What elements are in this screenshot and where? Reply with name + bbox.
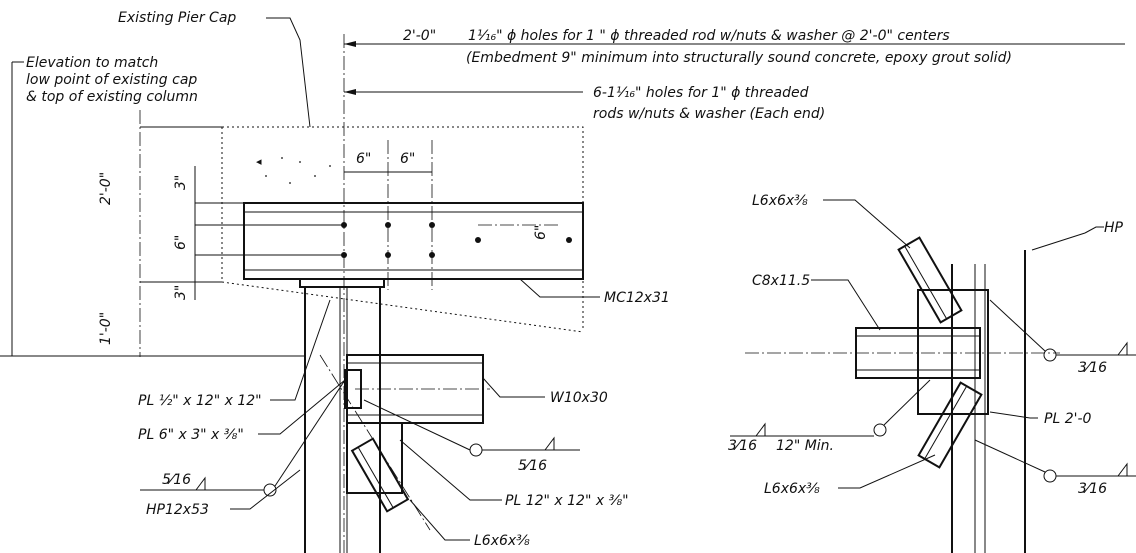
label-angle-right-top: L6x6x⅜ bbox=[752, 193, 808, 209]
weld-symbol-mid bbox=[363, 399, 580, 457]
leader-plate-6x3 bbox=[258, 379, 346, 435]
leader-plate-12x12 bbox=[399, 439, 502, 501]
leader-angle-right-bottom bbox=[838, 454, 936, 489]
leader-pier-cap bbox=[266, 17, 311, 128]
dim-top-2ft: 2'-0" bbox=[403, 28, 436, 44]
label-mc12: MC12x31 bbox=[604, 290, 670, 306]
leader-hp12 bbox=[230, 469, 301, 510]
arrowhead bbox=[344, 41, 356, 47]
weld-right-b: 3⁄16 bbox=[1078, 481, 1107, 497]
dim-below-cap: 1'-0" bbox=[98, 312, 114, 345]
dim-cap-depth: 2'-0" bbox=[98, 172, 114, 205]
note-six-holes-line2: rods w/nuts & washer (Each end) bbox=[593, 106, 825, 122]
label-w10: W10x30 bbox=[550, 390, 608, 406]
dim-edge-bottom: 3" bbox=[173, 285, 189, 300]
dim-end-gauge: 6" bbox=[533, 225, 549, 240]
bearing-plate bbox=[299, 278, 385, 288]
label-channel: C8x11.5 bbox=[752, 273, 810, 289]
leader-hp-right-tail bbox=[1031, 232, 1086, 251]
weld-right-min-text: 12" Min. bbox=[776, 438, 834, 454]
note-elevation-line2: low point of existing cap bbox=[26, 72, 197, 88]
weld-symbol-right-min bbox=[730, 379, 931, 437]
label-plate-12x12: PL 12" x 12" x ⅜" bbox=[505, 493, 629, 509]
label-hp12: HP12x53 bbox=[146, 502, 209, 518]
note-elevation-line1: Elevation to match bbox=[26, 55, 158, 71]
dim-bolt-gauge: 6" bbox=[173, 235, 189, 250]
plate-12x12 bbox=[346, 422, 403, 494]
concrete-hatch: ◂ bbox=[256, 155, 331, 184]
dim-spacing-a: 6" bbox=[356, 151, 371, 167]
pier-cap-sloped-bottom bbox=[221, 281, 584, 333]
leader-plate-half bbox=[270, 299, 331, 401]
weld-symbol-right-b bbox=[974, 439, 1136, 483]
label-plate-right: PL 2'-0 bbox=[1044, 411, 1092, 427]
note-six-holes-line1: 6-1¹⁄₁₆" holes for 1" ϕ threaded bbox=[593, 85, 809, 101]
note-existing-pier-cap: Existing Pier Cap bbox=[118, 10, 236, 26]
note-holes-line1: 1¹⁄₁₆" ϕ holes for 1 " ϕ threaded rod w/… bbox=[468, 28, 950, 44]
weld-mid: 5⁄16 bbox=[518, 458, 547, 474]
leader-hp-right bbox=[1084, 226, 1104, 234]
weld-right-min: 3⁄16 bbox=[728, 438, 757, 454]
leader-mc12 bbox=[519, 278, 600, 298]
weld-right-a: 3⁄16 bbox=[1078, 360, 1107, 376]
mc12-channel bbox=[243, 202, 584, 280]
brace-centerline bbox=[319, 354, 431, 531]
angle-left bbox=[350, 437, 410, 513]
weld-symbol-right-a bbox=[989, 299, 1136, 362]
label-plate-6x3: PL 6" x 3" x ⅜" bbox=[138, 427, 244, 443]
leader-angle-right-top bbox=[823, 199, 911, 249]
angle-right-top bbox=[897, 236, 963, 324]
leader-angle-left bbox=[409, 499, 470, 541]
angle-right-bottom bbox=[917, 381, 983, 469]
label-plate-half: PL ½" x 12" x 12" bbox=[138, 393, 262, 409]
note-elevation-line3: & top of existing column bbox=[26, 89, 198, 105]
dim-spacing-b: 6" bbox=[400, 151, 415, 167]
leader-channel bbox=[811, 279, 881, 331]
note-holes-line2: (Embedment 9" minimum into structurally … bbox=[466, 50, 1012, 66]
leader-plate-right bbox=[989, 411, 1038, 419]
leader-w10 bbox=[482, 377, 545, 398]
dim-edge-top: 3" bbox=[173, 175, 189, 190]
svg-text:◂: ◂ bbox=[256, 155, 262, 168]
label-angle-left: L6x6x⅜ bbox=[474, 533, 530, 549]
weld-symbol-left bbox=[140, 379, 346, 497]
right-gusset-plate bbox=[917, 289, 989, 415]
weld-left: 5⁄16 bbox=[162, 472, 191, 488]
label-angle-right-bottom: L6x6x⅜ bbox=[764, 481, 820, 497]
arrowhead bbox=[344, 89, 356, 95]
label-hp-right: HP bbox=[1104, 220, 1124, 236]
